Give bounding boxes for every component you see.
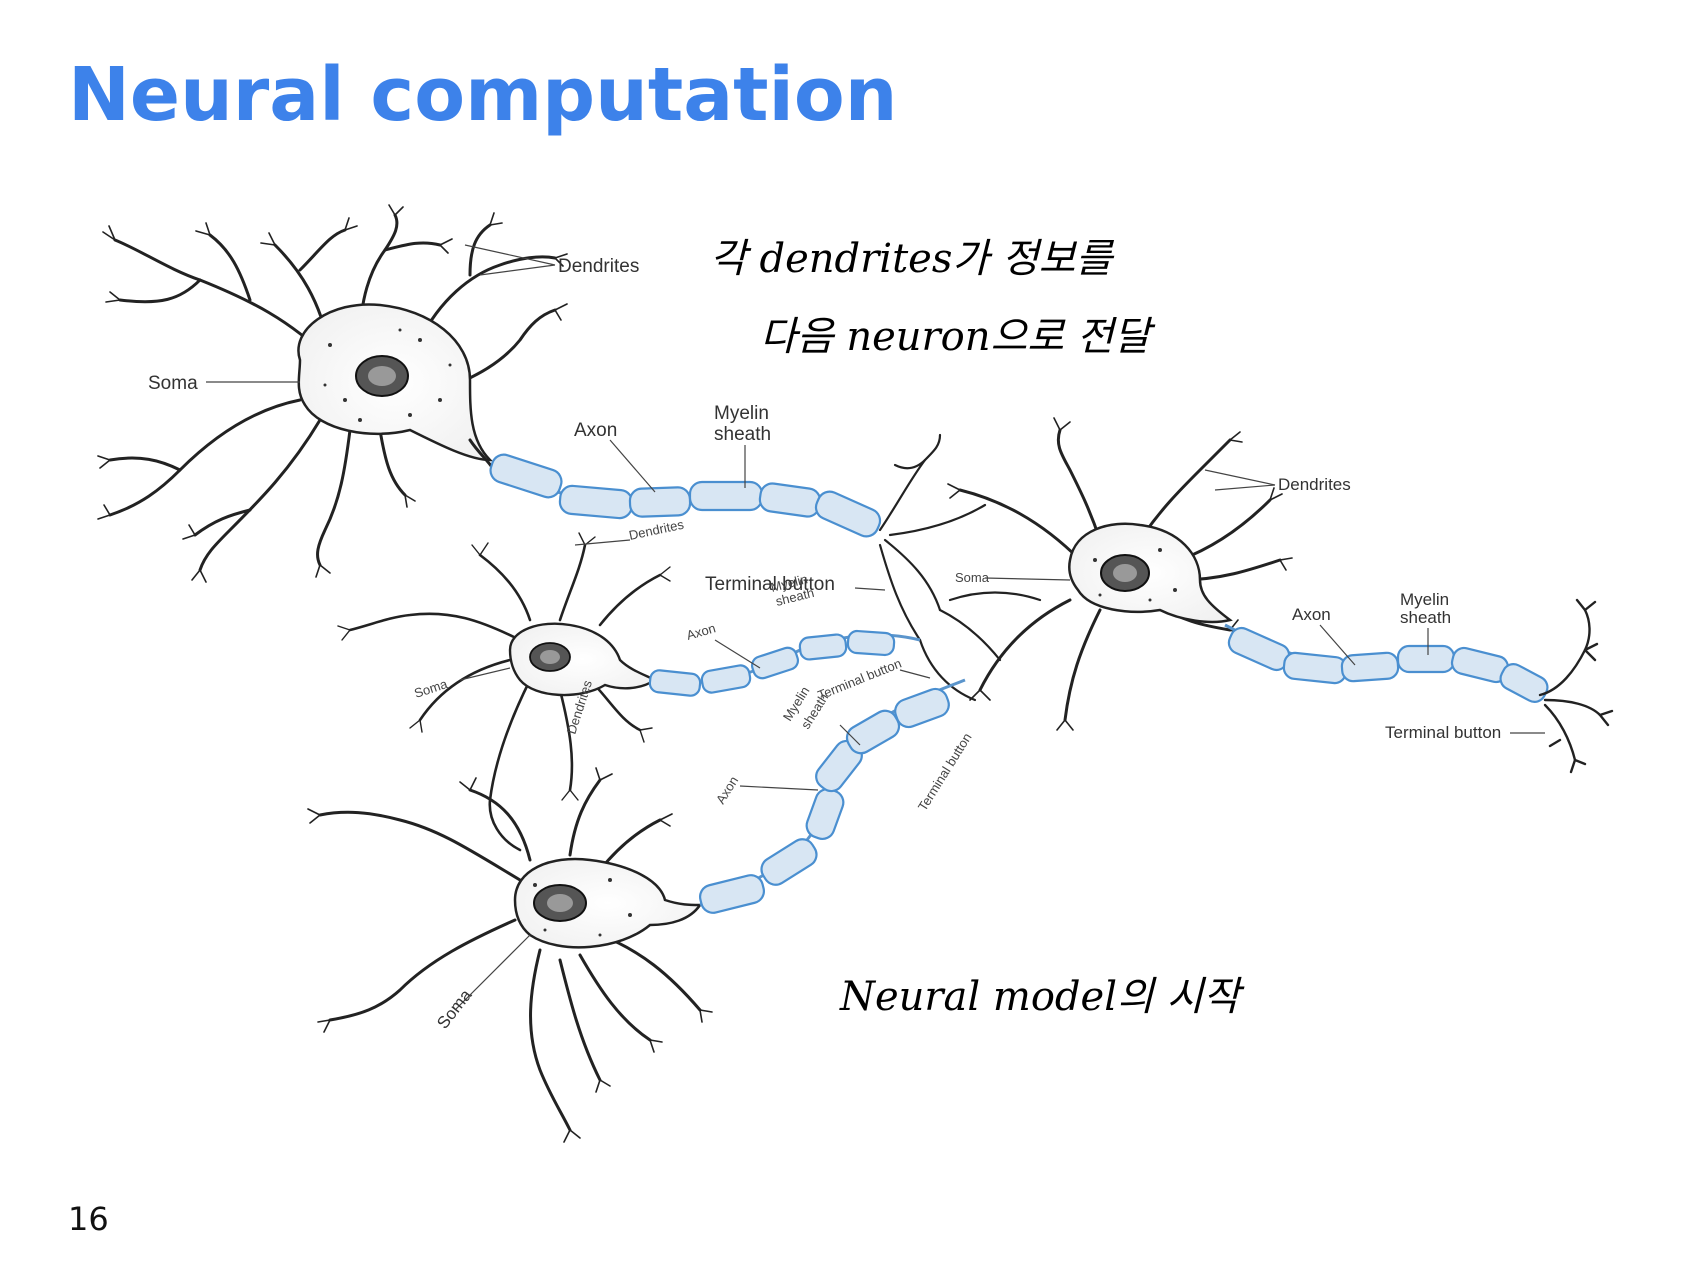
axon-top-myelin [489,453,882,538]
label-axon-top: Axon [574,420,617,441]
neuron-top-left [97,204,568,583]
handwritten-note-line1: 각 dendrites가 정보를 [710,236,1114,282]
axon-right-myelin [1224,623,1549,703]
label-axon-lower: Axon [713,774,741,807]
diagram-labels: Dendrites Soma Axon Myelin sheath Dendri… [148,244,1545,1032]
label-terminal-button-right: Terminal button [1385,723,1501,742]
neuron-bottom [307,767,713,1143]
synapse-region [878,433,1042,702]
terminal-right [1538,598,1614,774]
label-dendrites-mid: Dendrites [628,517,686,543]
label-soma-left: Soma [148,373,198,394]
label-terminal-button-mid: Terminal button [705,574,835,595]
handwritten-note-line2: 다음 neuron으로 전달 [760,314,1156,360]
axon-bottom-myelin [699,678,966,914]
label-myelin-top-2: sheath [714,424,771,445]
neuron-right [947,417,1293,731]
label-axon-right: Axon [1292,605,1331,624]
handwritten-notes: 각 dendrites가 정보를 다음 neuron으로 전달 Neural m… [710,236,1245,1020]
label-myelin-right-1: Myelin [1400,590,1449,609]
slide-title: Neural computation [68,52,898,138]
label-myelin-top-1: Myelin [714,403,769,424]
label-terminal-button-rotated: Terminal button [915,730,975,813]
page-number: 16 [68,1200,109,1238]
label-myelin-right-2: sheath [1400,608,1451,627]
neuron-middle [337,532,671,852]
label-dendrites-top: Dendrites [558,256,639,277]
axon-middle-myelin [648,629,921,697]
label-dendrites-right: Dendrites [1278,475,1351,494]
label-axon-mid: Axon [685,620,718,643]
label-soma-right: Soma [955,570,990,585]
label-soma-mid: Soma [412,676,450,701]
label-terminal-button-lower: Terminal button [816,656,904,703]
handwritten-note-bottom: Neural model의 시작 [839,974,1245,1020]
label-soma-bottom: Soma [433,985,476,1032]
